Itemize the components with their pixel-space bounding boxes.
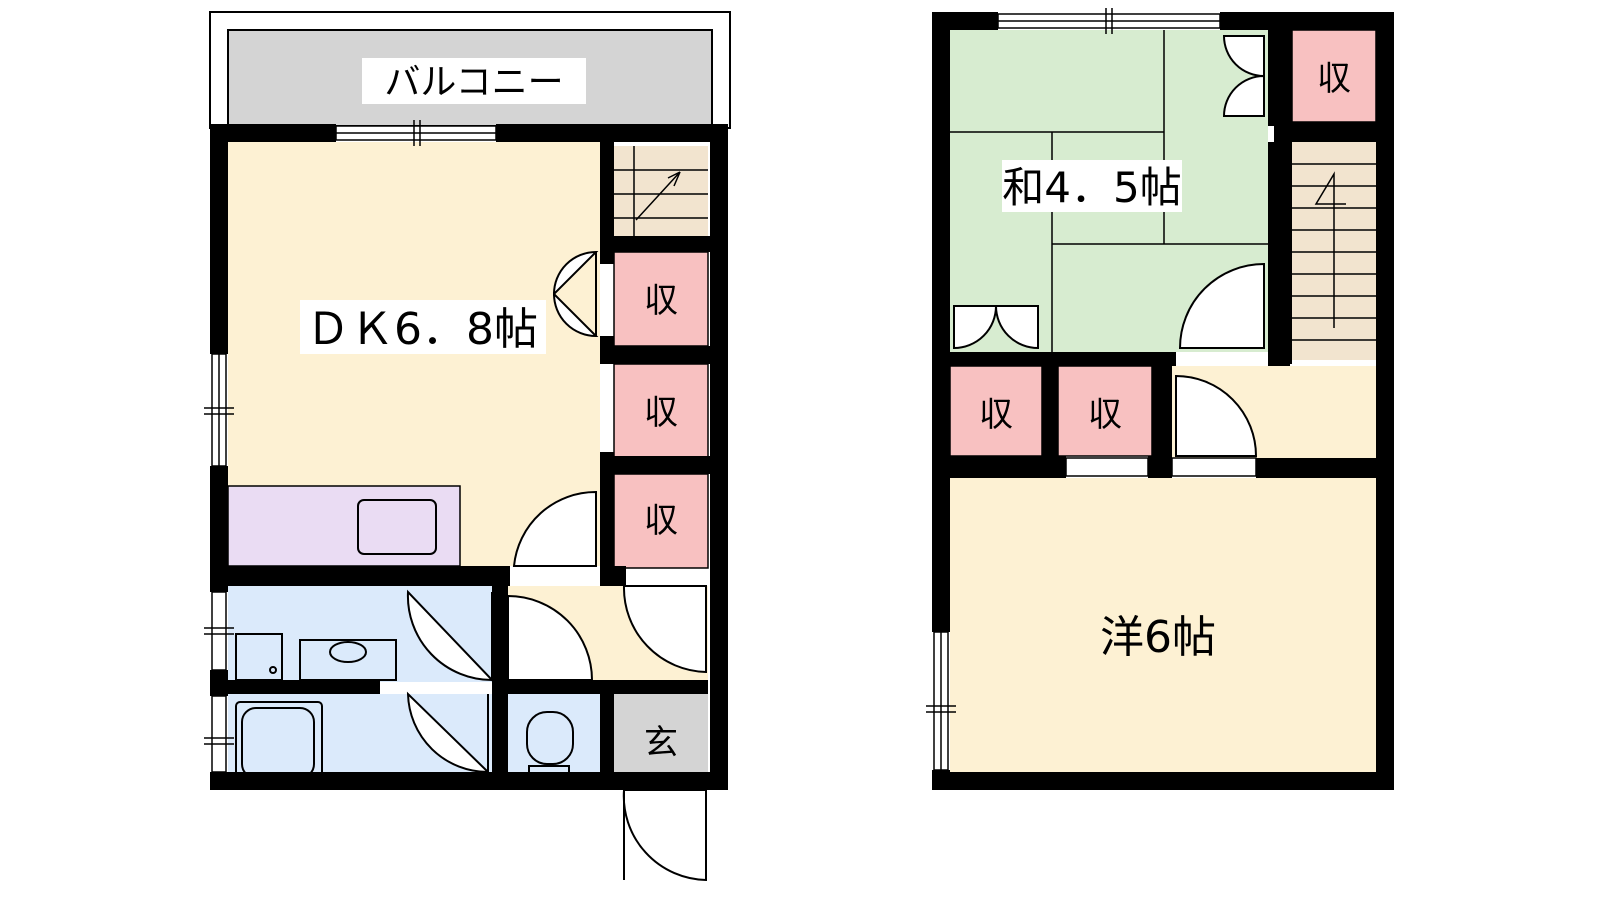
doors-2f [953,35,1265,457]
storage-1f-c [613,473,709,569]
storage-2f-left [949,365,1043,457]
storage-1f-c-label: 収 [644,501,678,541]
windows-2f [926,8,1257,771]
storage-2f-mid-label: 収 [1088,395,1122,435]
doors-1f [406,250,707,882]
storage-2f-mid [1057,365,1153,457]
storage-2f-left-label: 収 [979,395,1013,435]
balcony: バルコニー [209,11,731,129]
storage-2f-top-label: 収 [1317,59,1351,99]
entrance-label: 玄 [644,723,678,763]
washbasin [299,639,397,681]
storage-1f-b [613,363,709,459]
washitsu-label: 和4．5帖 [1002,163,1181,212]
walls-2f [932,12,1394,790]
basin-bowl [329,641,367,663]
storage-1f-a-label: 収 [644,281,678,321]
windows-1f [204,120,497,773]
balcony-label: バルコニー [384,62,563,103]
floor-2: 和4．5帖 収 収 収 洋6帖 [926,8,1394,790]
toilet-bowl [526,711,574,765]
walls-1f [210,124,728,790]
sink [357,499,437,555]
fixtures-1f [235,146,708,785]
storage-1f-b-label: 収 [644,393,678,433]
floor-1: バルコニー [204,11,731,882]
dk-label: ＤＫ6．8帖 [306,304,538,355]
bathtub [241,707,315,779]
youshitsu-label: 洋6帖 [1100,612,1216,663]
